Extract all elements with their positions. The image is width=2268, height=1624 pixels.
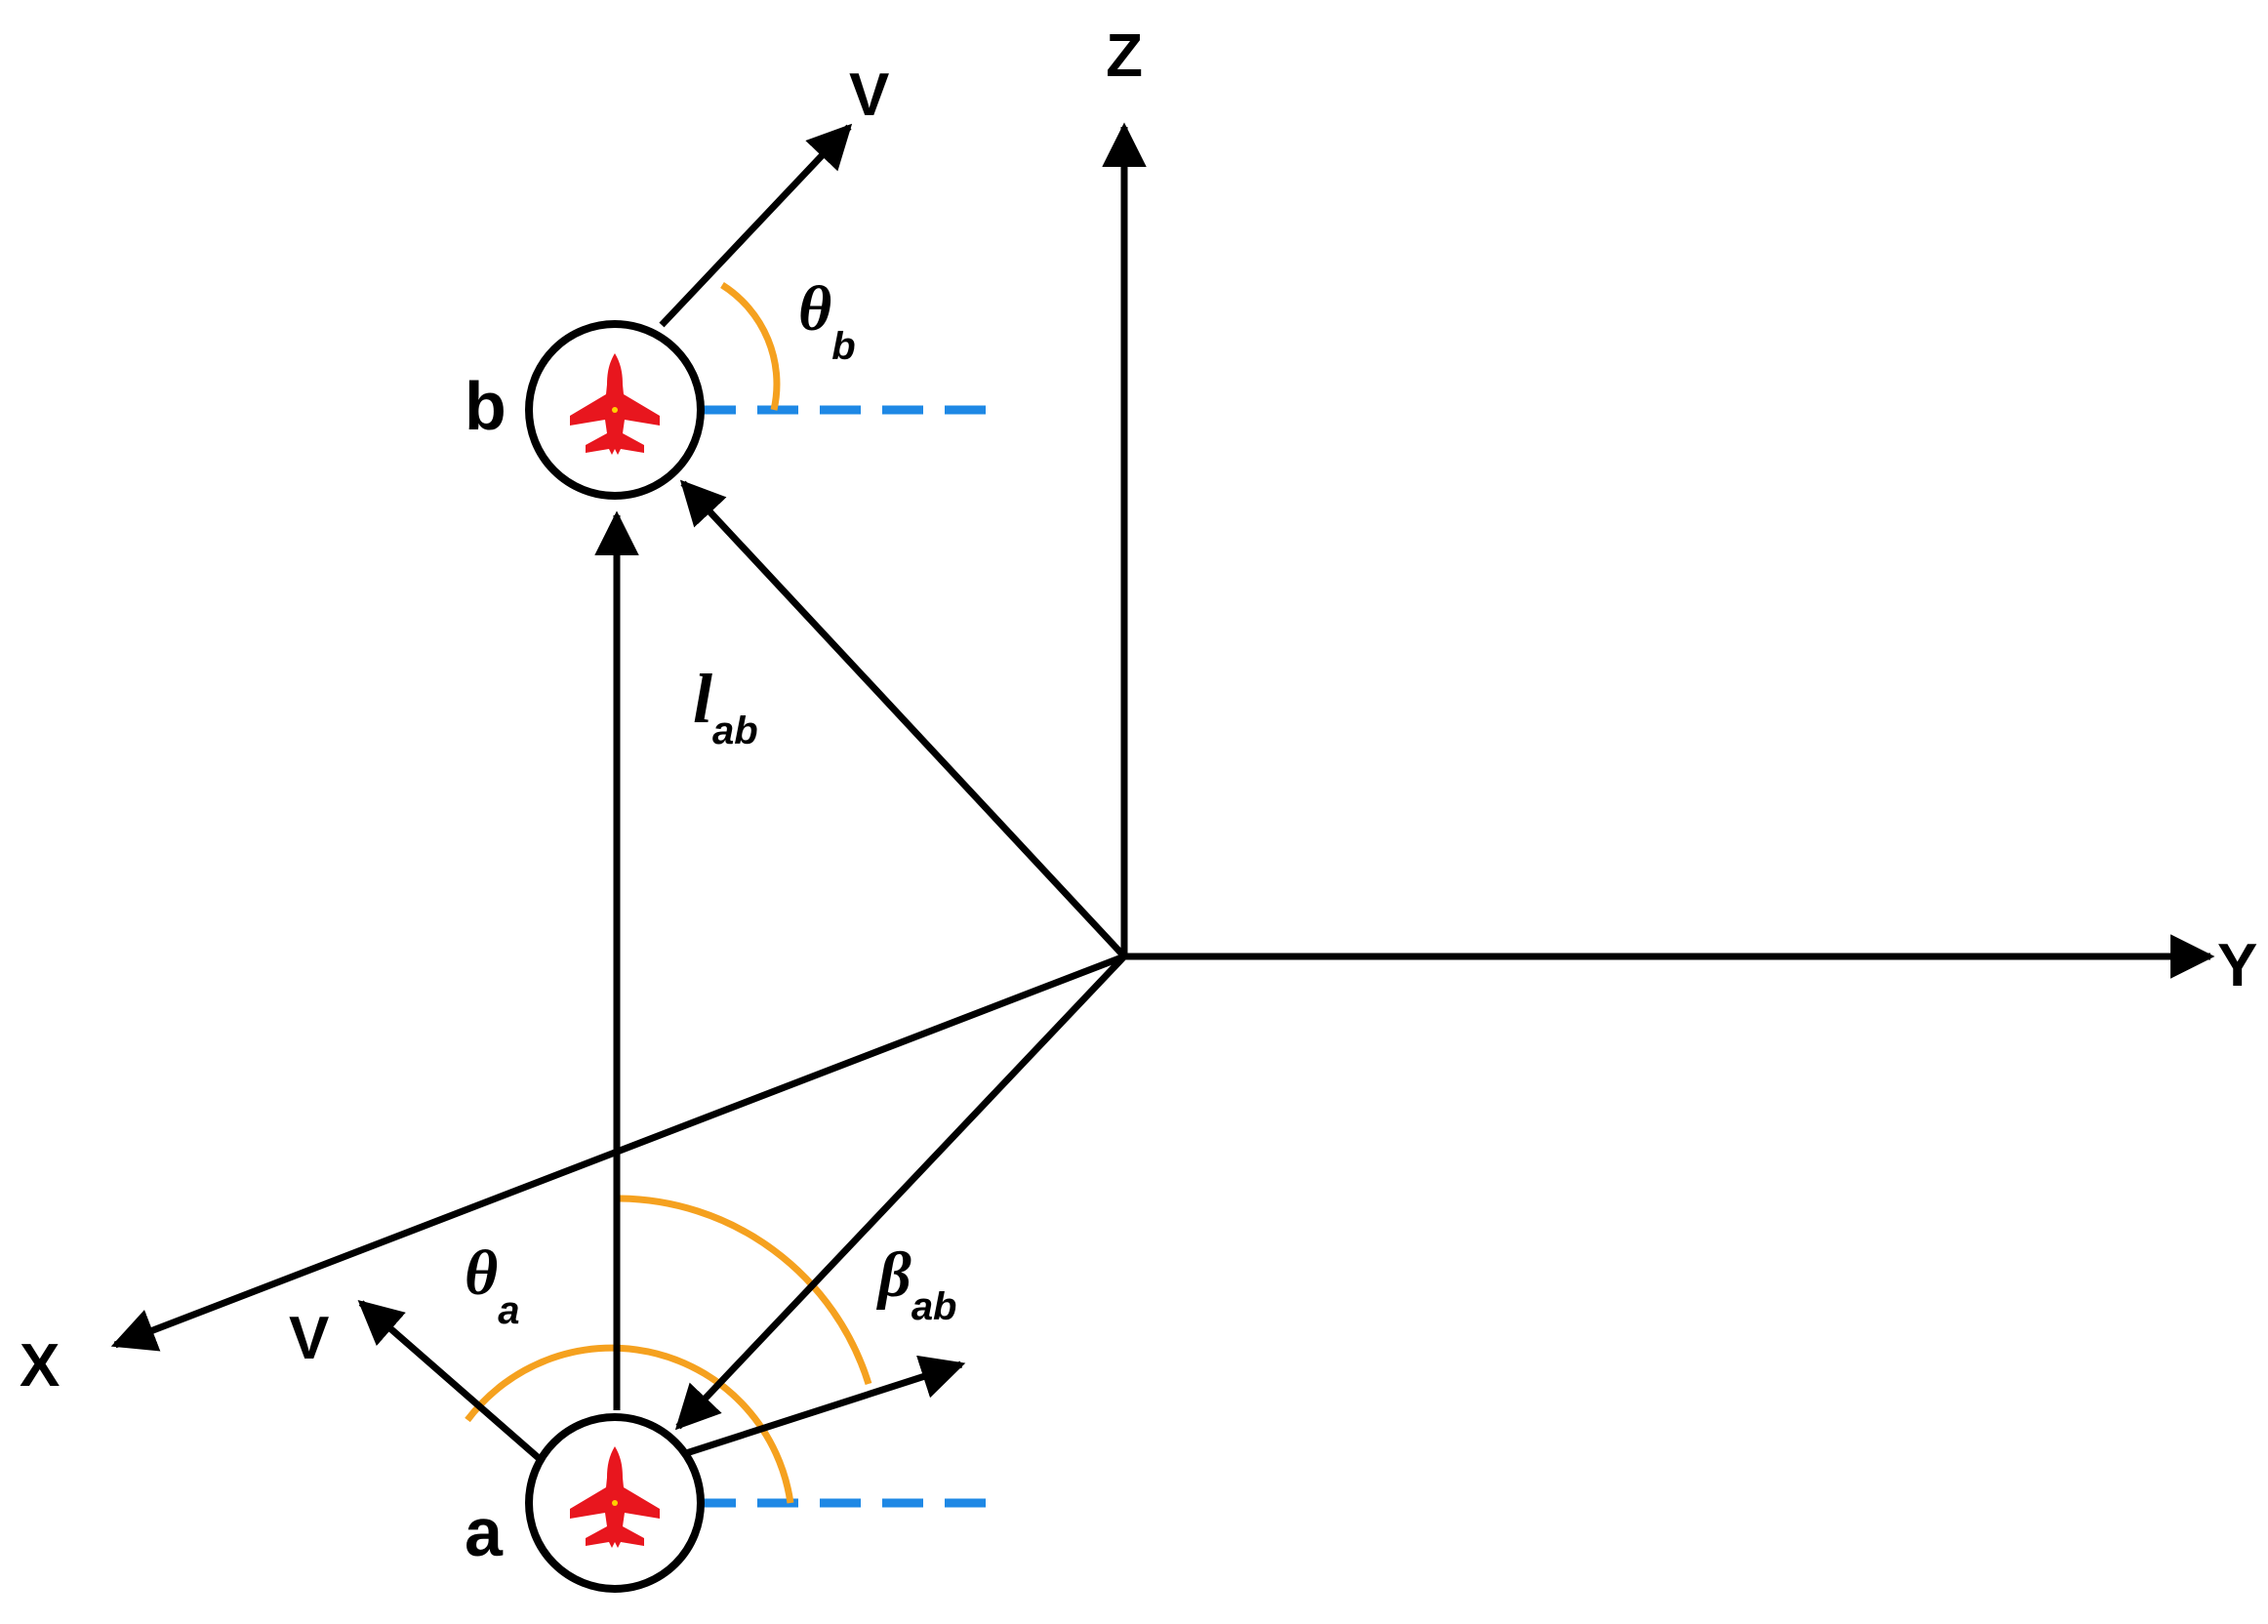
aircraft-a <box>525 1413 705 1593</box>
beta-ab-arc <box>617 1195 872 1386</box>
velocity-label-b: V <box>849 61 889 129</box>
aircraft-b-label: b <box>465 368 506 444</box>
theta-a-arc <box>465 1344 794 1504</box>
theta-a-label: θa <box>465 1238 520 1332</box>
vector-origin-to-b <box>679 479 1127 959</box>
theta-b-arc <box>720 282 781 411</box>
velocity-vector-a <box>357 1300 557 1475</box>
aircraft-b <box>525 320 705 500</box>
vector-origin-to-a <box>674 954 1127 1431</box>
y-axis-label: Y <box>2217 932 2257 999</box>
velocity-label-a: V <box>289 1305 329 1372</box>
bearing-reference-vector <box>681 1355 966 1458</box>
aircraft-a-label: a <box>465 1494 504 1570</box>
distance-l-ab-label: lab <box>693 660 758 752</box>
theta-b-label: θb <box>798 273 856 368</box>
bearing-beta-ab-label: βab <box>875 1239 957 1328</box>
x-axis-label: X <box>20 1332 60 1400</box>
z-axis-label: Z <box>1106 22 1143 90</box>
velocity-vector-b <box>659 123 853 328</box>
